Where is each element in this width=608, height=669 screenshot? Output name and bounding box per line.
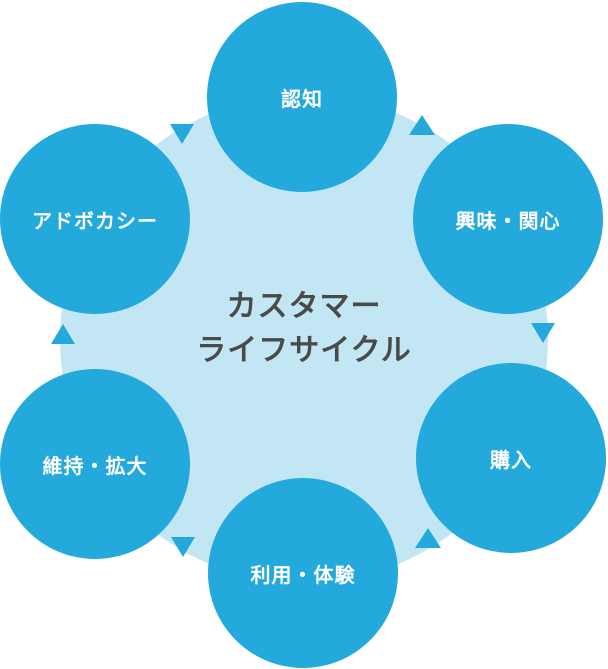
stage-label: 購入 — [490, 447, 532, 472]
stage-node-retention: 維持・拡大 — [0, 369, 190, 559]
lifecycle-title: カスタマー ライフサイクル — [154, 285, 454, 373]
stage-node-awareness: 認知 — [207, 2, 397, 192]
stage-label: 維持・拡大 — [42, 453, 148, 478]
arrow-triangle-down-icon — [531, 323, 555, 343]
stage-label: アドボカシー — [32, 208, 158, 233]
stage-label: 利用・体験 — [250, 562, 356, 587]
arrow-triangle-down-icon — [170, 124, 194, 144]
stage-label: 興味・関心 — [455, 208, 561, 233]
stage-node-advocacy: アドボカシー — [0, 124, 190, 314]
stage-node-experience: 利用・体験 — [208, 478, 398, 668]
arrow-triangle-up-icon — [51, 324, 75, 344]
stage-label: 認知 — [281, 86, 323, 111]
arrow-triangle-up-icon — [415, 528, 441, 548]
arrow-triangle-down-icon — [171, 537, 195, 557]
stage-node-purchase: 購入 — [416, 363, 606, 553]
lifecycle-title-line2: ライフサイクル — [196, 333, 412, 368]
lifecycle-title-line1: カスタマー — [226, 289, 382, 324]
arrow-triangle-up-icon — [409, 115, 435, 135]
stage-node-interest: 興味・関心 — [413, 124, 603, 314]
